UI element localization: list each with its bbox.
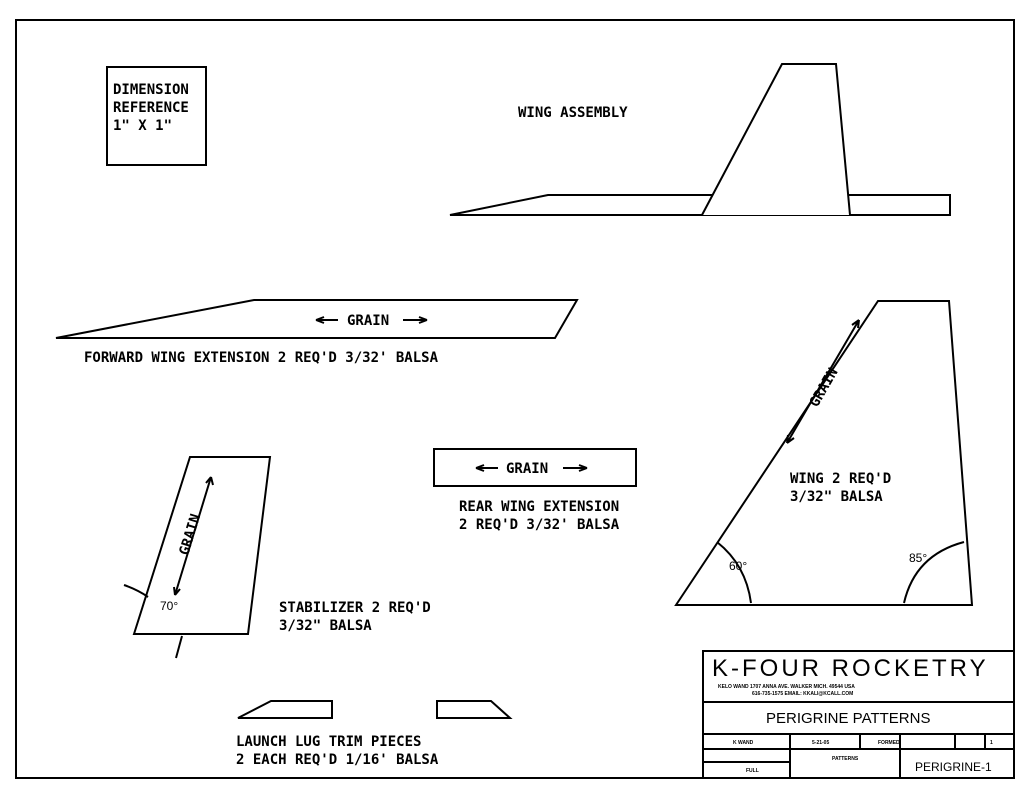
- launch-lug-label-line2: 2 EACH REQ'D 1/16' BALSA: [236, 752, 439, 768]
- wing-grain-label: GRAIN: [807, 365, 842, 410]
- stabilizer-label-line2: 3/32" BALSA: [279, 618, 372, 634]
- rear-extension-label-line2: 2 REQ'D 3/32' BALSA: [459, 517, 620, 533]
- dimension-reference: DIMENSION REFERENCE 1" X 1": [106, 66, 207, 166]
- company-name: K-FOUR ROCKETRY: [712, 655, 989, 682]
- wing: GRAIN WING 2 REQ'D 3/32" BALSA 60° 85°: [674, 300, 974, 606]
- launch-lug-label-line1: LAUNCH LUG TRIM PIECES: [236, 734, 421, 750]
- wing-outline: [674, 300, 974, 606]
- launch-lug-piece-left: [237, 700, 333, 719]
- wing-label-line1: WING 2 REQ'D: [790, 471, 891, 487]
- wing-label-line2: 3/32" BALSA: [790, 489, 883, 505]
- wing-assembly-extension: [449, 194, 951, 216]
- stabilizer-label-line1: STABILIZER 2 REQ'D: [279, 600, 431, 616]
- title-block-border: [702, 650, 1015, 779]
- dimension-reference-line3: 1" X 1": [113, 118, 172, 134]
- rear-grain-label: GRAIN: [506, 461, 548, 477]
- launch-lug-piece-right: [436, 700, 513, 719]
- forward-extension-label: FORWARD WING EXTENSION 2 REQ'D 3/32' BAL…: [84, 350, 439, 366]
- wing-angle-arc-left: [716, 541, 752, 604]
- dimension-reference-line1: DIMENSION: [113, 82, 189, 98]
- drawing-date: 5-21-05: [812, 740, 829, 746]
- drawing-title: PERIGRINE PATTERNS: [766, 710, 930, 727]
- wing-assembly: WING ASSEMBLY: [449, 63, 951, 216]
- sheet-border: [15, 19, 1015, 779]
- wing-assembly-wing: [701, 63, 851, 216]
- stabilizer-outline: [132, 456, 272, 635]
- drawing-number: PERIGRINE-1: [915, 760, 992, 774]
- rear-extension-outline: [433, 448, 637, 487]
- stabilizer-grain-label: GRAIN: [177, 512, 205, 557]
- forward-grain-label: GRAIN: [347, 313, 389, 329]
- stabilizer: GRAIN 70° STABILIZER 2 REQ'D 3/32" BALSA: [123, 456, 431, 659]
- drawn-by: K WAND: [733, 740, 754, 746]
- rear-extension-label-line1: REAR WING EXTENSION: [459, 499, 619, 515]
- drawing-material: FORMED: [878, 740, 900, 746]
- title-block: K-FOUR ROCKETRY KELO WAND 1707 ANNA AVE.…: [702, 650, 1015, 779]
- stabilizer-angle-arc-top: [123, 584, 149, 598]
- dimension-reference-line2: REFERENCE: [113, 100, 189, 116]
- wing-angle-right: 85°: [909, 551, 927, 565]
- dimension-reference-box: [106, 66, 207, 166]
- drawing-scale: FULL: [746, 768, 759, 774]
- drawing-type: PATTERNS: [832, 756, 859, 762]
- rear-wing-extension: GRAIN REAR WING EXTENSION 2 REQ'D 3/32' …: [433, 448, 637, 533]
- forward-grain-arrow: [315, 316, 428, 324]
- launch-lug-trim-pieces: LAUNCH LUG TRIM PIECES 2 EACH REQ'D 1/16…: [236, 700, 513, 768]
- forward-extension-outline: [55, 299, 579, 339]
- wing-angle-arc-right: [903, 541, 965, 604]
- stabilizer-grain-arrow: [173, 476, 214, 596]
- stabilizer-angle: 70°: [160, 599, 178, 613]
- company-address: KELO WAND 1707 ANNA AVE. WALKER MICH. 49…: [718, 684, 855, 690]
- sheet-number: 1: [990, 740, 993, 746]
- company-contact: 616-735-1575 EMAIL: KKALI@KCALL.COM: [752, 691, 853, 697]
- rear-grain-arrow: [475, 464, 588, 472]
- stabilizer-angle-arc-bottom: [175, 635, 183, 659]
- wing-assembly-title: WING ASSEMBLY: [518, 105, 628, 121]
- wing-angle-left: 60°: [729, 559, 747, 573]
- forward-wing-extension: GRAIN FORWARD WING EXTENSION 2 REQ'D 3/3…: [55, 299, 579, 366]
- wing-grain-arrow: [786, 319, 860, 444]
